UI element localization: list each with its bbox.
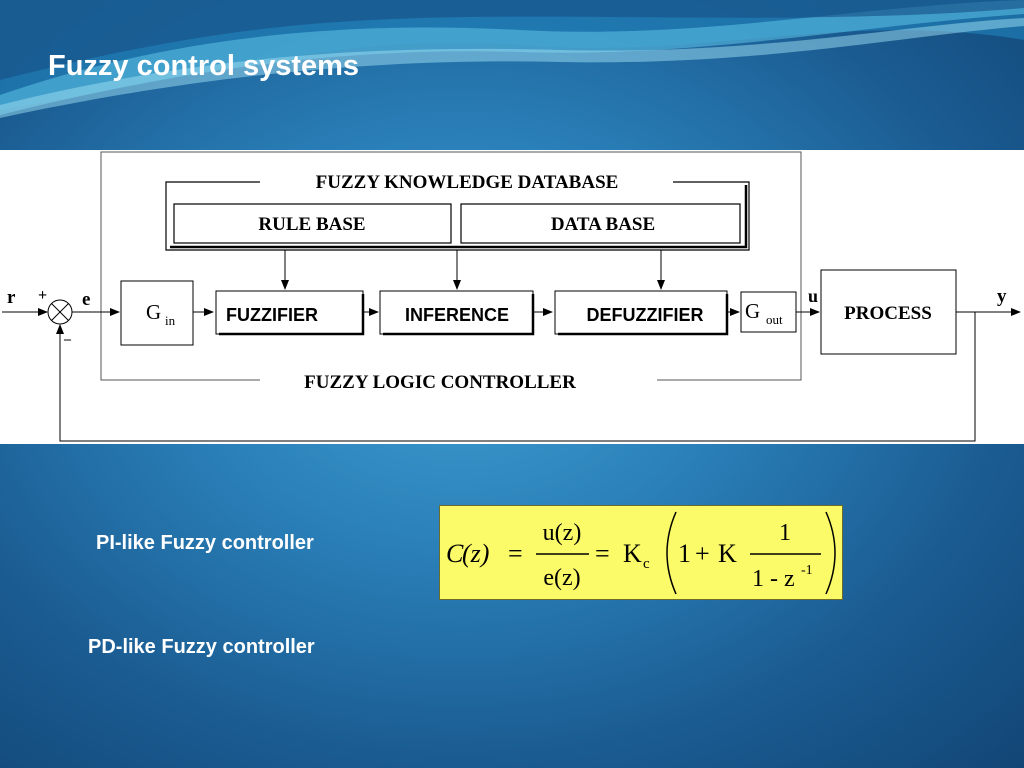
formula-one: 1 (678, 539, 691, 568)
gain-in-label: G (146, 300, 161, 324)
gain-out-sub: out (766, 312, 783, 327)
formula-frac2-den-exp: -1 (801, 563, 813, 578)
block-diagram-svg: FUZZY LOGIC CONTROLLER FUZZY KNOWLEDGE D… (2, 151, 1021, 442)
formula-right-paren (825, 511, 836, 595)
pi-controller-label: PI-like Fuzzy controller (96, 532, 314, 554)
process-box (820, 269, 957, 355)
gain-out-label: G (745, 299, 760, 323)
formula-k: K (623, 539, 642, 568)
pi-formula-box: C (z) = u(z) e(z) = K c 1 + K 1 1 - z -1 (439, 505, 843, 600)
gain-in-sub: in (165, 313, 176, 328)
formula-k-sub: c (643, 556, 650, 572)
process-label: PROCESS (844, 303, 932, 324)
feedback-path (56, 312, 976, 442)
formula-frac2-num: 1 (779, 520, 791, 546)
formula-lhs: C (446, 539, 464, 568)
signal-e: e (82, 289, 90, 310)
formula-den: e(z) (543, 565, 580, 591)
formula-frac2-den: 1 - z (752, 566, 795, 592)
pi-formula: C (z) = u(z) e(z) = K c 1 + K 1 1 - z -1 (446, 511, 836, 595)
gain-in-box (120, 280, 194, 346)
formula-eq1: = (508, 539, 523, 568)
data-base-box (460, 203, 741, 244)
rule-base-box (173, 203, 452, 244)
fuzzifier-box (215, 290, 364, 335)
rule-base-label: RULE BASE (258, 214, 365, 235)
formula-eq2: = (595, 539, 610, 568)
fuzzifier-label: FUZZIFIER (226, 305, 318, 325)
formula-k2: K (718, 539, 737, 568)
pd-controller-label: PD-like Fuzzy controller (88, 636, 315, 658)
signal-u: u (808, 286, 818, 306)
block-diagram: FUZZY LOGIC CONTROLLER FUZZY KNOWLEDGE D… (0, 150, 1024, 444)
signal-r: r (7, 287, 16, 308)
data-base-label: DATA BASE (551, 214, 655, 235)
formula-left-paren (666, 511, 677, 595)
signal-y: y (997, 286, 1007, 307)
knowledge-db-label: FUZZY KNOWLEDGE DATABASE (316, 172, 619, 193)
sign-minus: – (63, 332, 72, 347)
formula-lhs-arg: (z) (462, 539, 489, 568)
header-waves (0, 0, 1024, 118)
formula-num: u(z) (543, 520, 582, 546)
inference-box (379, 290, 534, 335)
inference-label: INFERENCE (405, 305, 509, 325)
sign-plus: + (38, 287, 47, 304)
controller-frame (100, 151, 802, 381)
controller-label: FUZZY LOGIC CONTROLLER (304, 372, 576, 393)
defuzzifier-label: DEFUZZIFIER (587, 305, 704, 325)
defuzzifier-box (554, 290, 728, 335)
summing-junction (47, 299, 73, 325)
formula-plus: + (695, 539, 710, 568)
slide-title: Fuzzy control systems (48, 50, 360, 82)
